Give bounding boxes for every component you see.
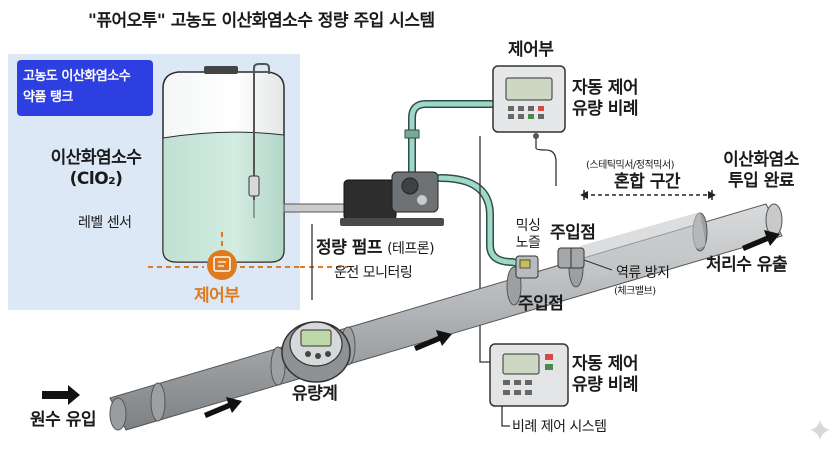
level-sensor-label: 레벨 센서 bbox=[78, 215, 132, 231]
mixing-nozzle-label: 믹싱 노즐 bbox=[515, 218, 541, 251]
injection-point-upper-label: 주입점 bbox=[550, 223, 596, 243]
tank-badge-line2: 약품 탱크 bbox=[23, 90, 73, 105]
flow-meter bbox=[281, 321, 351, 383]
tank-content-label: 이산화염소수 (ClO₂) bbox=[50, 148, 142, 189]
outflow-label: 처리수 유출 bbox=[706, 255, 788, 275]
control-chip-icon bbox=[207, 250, 237, 280]
tank-badge: 고농도 이산화염소수 약품 탱크 bbox=[17, 60, 153, 116]
flowmeter-label: 유량계 bbox=[292, 384, 338, 404]
sparkle-icon bbox=[810, 420, 830, 440]
chemical-feed-tube bbox=[404, 100, 526, 268]
tank-badge-line1: 고농도 이산화염소수 bbox=[23, 69, 131, 84]
mixing-sub-label: (스테틱믹서/정적믹서) bbox=[586, 160, 674, 171]
tank-outlet-pipe bbox=[283, 203, 351, 213]
flow-arrow-2-icon bbox=[414, 330, 452, 351]
tank-control-label: 제어부 bbox=[194, 286, 240, 306]
mixing-zone-marker bbox=[580, 190, 716, 200]
page-title: "퓨어오투" 고농도 이산화염소수 정량 주입 시스템 bbox=[88, 11, 435, 31]
inflow-arrow-icon bbox=[42, 385, 80, 405]
controller-top-device bbox=[492, 65, 566, 139]
injection-nozzle bbox=[515, 255, 539, 279]
controller-bottom-text: 자동 제어 유량 비례 bbox=[572, 354, 638, 395]
injection-point-lower-label: 주입점 bbox=[518, 294, 564, 314]
pump-monitor-label: 운전 모니터링 bbox=[334, 265, 413, 281]
controller-top-title: 제어부 bbox=[508, 40, 554, 60]
flow-arrow-1-icon bbox=[204, 397, 242, 418]
injection-done-label: 이산화염소 투입 완료 bbox=[723, 150, 799, 191]
mixing-main-label: 혼합 구간 bbox=[614, 172, 680, 192]
chemical-tank bbox=[162, 63, 285, 263]
outflow-arrow-icon bbox=[742, 230, 780, 251]
controller-top-text: 자동 제어 유량 비례 bbox=[572, 78, 638, 119]
check-valve-sub-label: (체크밸브) bbox=[614, 286, 656, 297]
pump-label: 정량 펌프 (테프론) bbox=[316, 238, 435, 258]
flow-arrows bbox=[42, 230, 780, 418]
tank-control-link bbox=[148, 232, 348, 268]
check-valve-label: 역류 방지 bbox=[616, 265, 670, 281]
dosing-pump bbox=[340, 171, 444, 226]
controller-bottom-device bbox=[489, 343, 569, 407]
inflow-label: 원수 유입 bbox=[30, 410, 96, 430]
check-valve bbox=[557, 247, 613, 271]
controller-bottom-caption: 비례 제어 시스템 bbox=[512, 419, 607, 435]
